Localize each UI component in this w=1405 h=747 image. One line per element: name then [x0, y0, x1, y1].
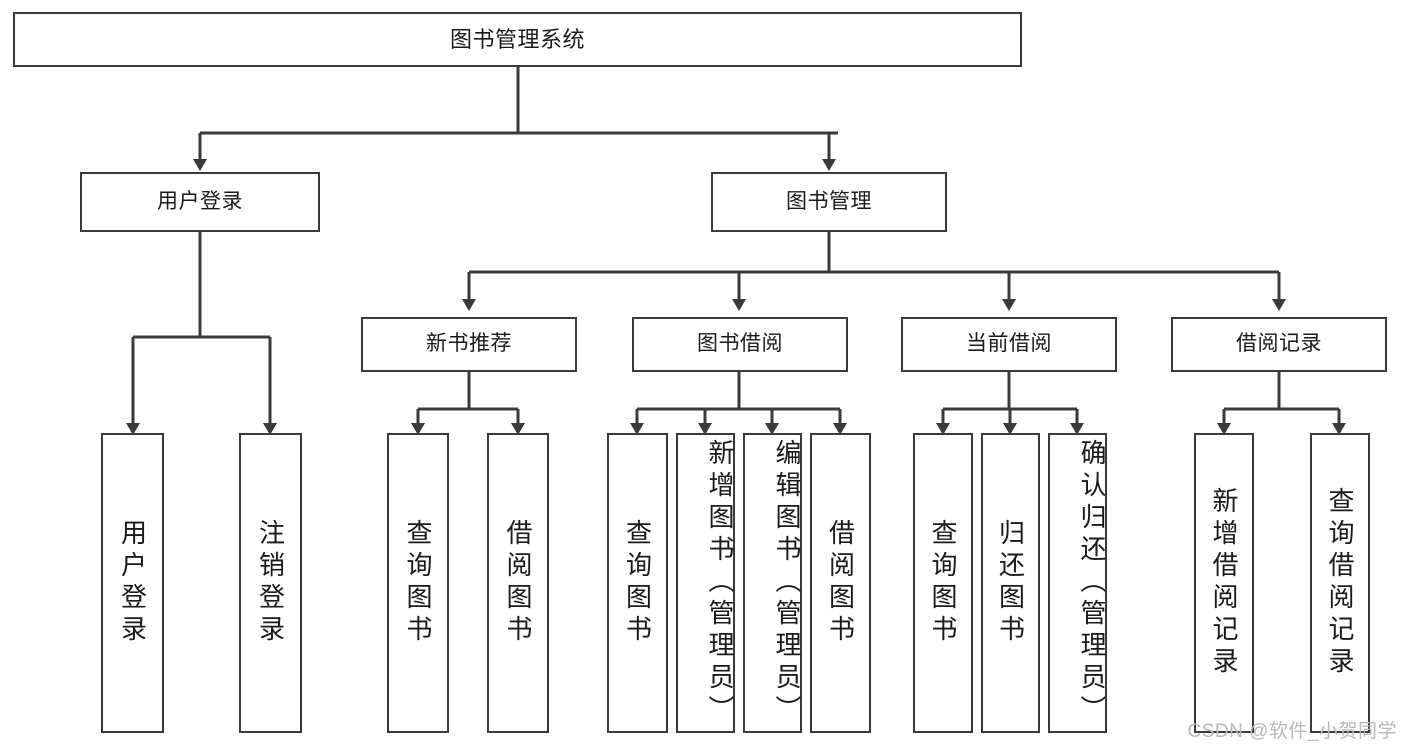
node-leaf-query-record-label: 查询借阅记录 — [1325, 487, 1355, 679]
node-leaf-user-login-label: 用户登录 — [117, 519, 148, 647]
node-new-book-recommend-label: 新书推荐 — [426, 332, 512, 356]
watermark-text: CSDN @软件_小贺同学 — [1187, 721, 1397, 742]
node-leaf-query-book-1[interactable]: 查询图书 — [387, 433, 449, 733]
node-leaf-logout-login[interactable]: 注销登录 — [239, 433, 302, 733]
node-leaf-add-record[interactable]: 新增借阅记录 — [1194, 433, 1254, 733]
node-book-borrow[interactable]: 图书借阅 — [632, 317, 848, 372]
node-current-borrow[interactable]: 当前借阅 — [901, 317, 1117, 372]
node-user-login-label: 用户登录 — [157, 189, 243, 213]
node-book-borrow-label: 图书借阅 — [697, 332, 783, 356]
node-borrow-record-label: 借阅记录 — [1236, 332, 1322, 356]
node-book-management[interactable]: 图书管理 — [711, 172, 947, 232]
node-user-login[interactable]: 用户登录 — [80, 172, 320, 232]
node-leaf-confirm-return[interactable]: 确认归还（管理员） — [1048, 433, 1107, 733]
node-leaf-edit-book[interactable]: 编辑图书（管理员） — [743, 433, 802, 733]
node-root-label: 图书管理系统 — [449, 26, 585, 52]
node-leaf-add-record-label: 新增借阅记录 — [1209, 487, 1239, 679]
node-leaf-borrow-book-1[interactable]: 借阅图书 — [487, 433, 549, 733]
node-leaf-borrow-book-2-label: 借阅图书 — [825, 519, 856, 647]
node-leaf-borrow-book-1-label: 借阅图书 — [503, 519, 533, 647]
node-borrow-record[interactable]: 借阅记录 — [1171, 317, 1387, 372]
node-current-borrow-label: 当前借阅 — [966, 332, 1052, 356]
node-root[interactable]: 图书管理系统 — [13, 12, 1022, 67]
node-leaf-add-book-label: 新增图书（管理员） — [705, 439, 735, 727]
node-leaf-add-book[interactable]: 新增图书（管理员） — [676, 433, 735, 733]
node-leaf-user-login[interactable]: 用户登录 — [101, 433, 164, 733]
node-new-book-recommend[interactable]: 新书推荐 — [361, 317, 577, 372]
node-leaf-query-record[interactable]: 查询借阅记录 — [1310, 433, 1370, 733]
node-leaf-query-book-1-label: 查询图书 — [403, 519, 433, 647]
node-book-management-label: 图书管理 — [786, 189, 872, 213]
node-leaf-edit-book-label: 编辑图书（管理员） — [772, 439, 802, 727]
node-leaf-confirm-return-label: 确认归还（管理员） — [1077, 439, 1107, 727]
node-leaf-query-book-2[interactable]: 查询图书 — [607, 433, 668, 733]
node-leaf-query-book-3[interactable]: 查询图书 — [913, 433, 973, 733]
node-leaf-query-book-2-label: 查询图书 — [622, 519, 653, 647]
node-leaf-return-book[interactable]: 归还图书 — [981, 433, 1040, 733]
node-leaf-logout-login-label: 注销登录 — [255, 519, 286, 647]
node-leaf-query-book-3-label: 查询图书 — [928, 519, 958, 647]
node-leaf-borrow-book-2[interactable]: 借阅图书 — [810, 433, 871, 733]
node-leaf-return-book-label: 归还图书 — [995, 519, 1026, 647]
